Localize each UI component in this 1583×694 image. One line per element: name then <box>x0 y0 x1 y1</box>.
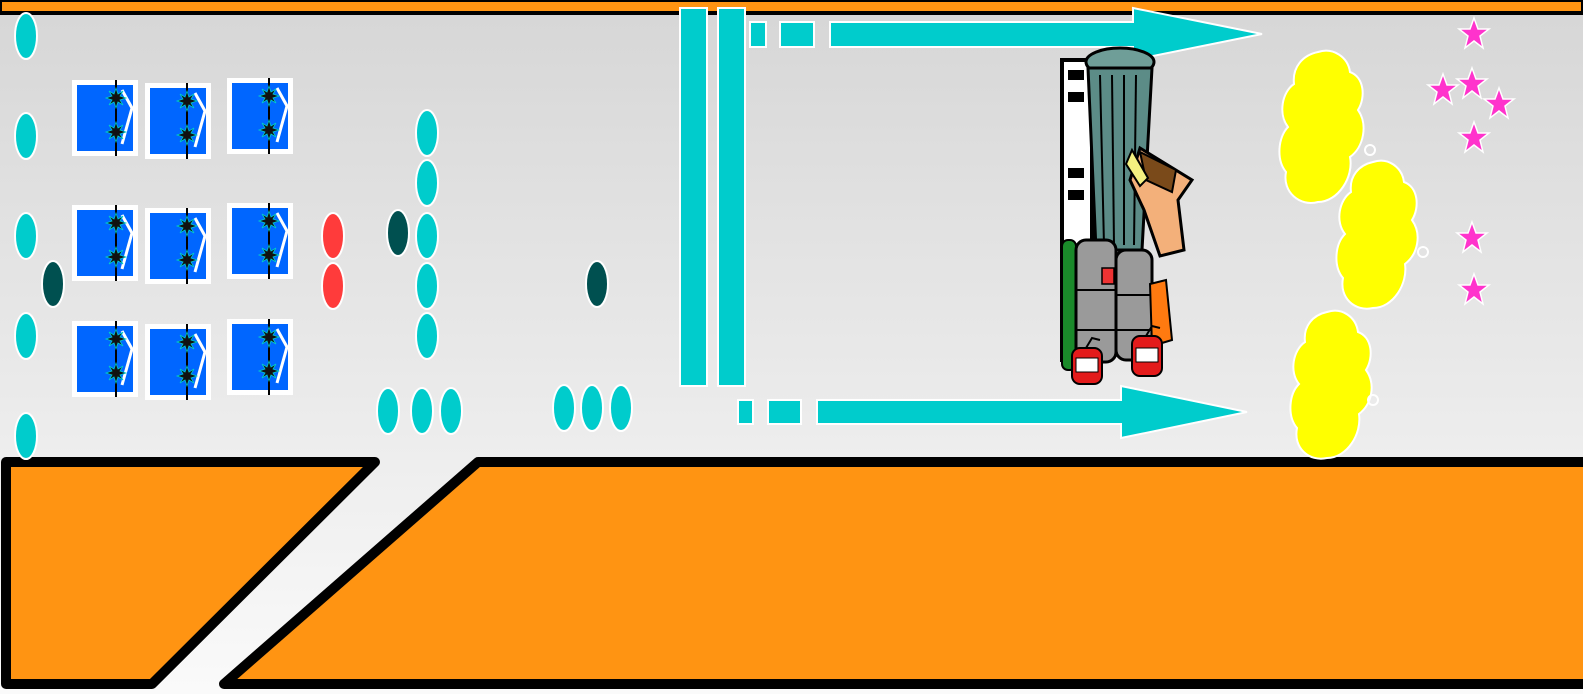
cyan-dot <box>581 385 603 431</box>
vertical-bar <box>680 8 707 386</box>
cyan-dot <box>416 263 438 309</box>
cyan-dot <box>440 388 462 434</box>
top-wall <box>0 0 1583 13</box>
cyan-dot <box>15 113 37 159</box>
computer-monitor-icon <box>227 319 293 395</box>
cyan-dot <box>553 385 575 431</box>
computer-monitor-icon <box>72 205 138 281</box>
dark-dot <box>42 261 64 307</box>
cyan-dot <box>411 388 433 434</box>
computer-monitor-icon <box>72 321 138 397</box>
cyan-dot <box>416 313 438 359</box>
barrel <box>1076 240 1116 362</box>
cyan-dot <box>15 13 37 59</box>
cyan-dot <box>15 213 37 259</box>
cyan-dot <box>15 413 37 459</box>
cyan-dot <box>416 110 438 156</box>
cyan-dot <box>610 385 632 431</box>
computer-monitor-icon <box>145 83 211 159</box>
computer-monitor-icon <box>145 208 211 284</box>
computer-monitor-icon <box>227 78 293 154</box>
monitor-grid <box>72 78 293 400</box>
computer-monitor-icon <box>227 203 293 279</box>
computer-monitor-icon <box>145 324 211 400</box>
dark-dot <box>586 261 608 307</box>
cyan-dot <box>416 160 438 206</box>
cyan-dot <box>377 388 399 434</box>
vertical-bar <box>718 8 745 386</box>
cyan-dot <box>15 313 37 359</box>
dark-dot <box>387 210 409 256</box>
red-dot <box>322 213 344 259</box>
red-dot <box>322 263 344 309</box>
cyan-dot <box>416 213 438 259</box>
computer-monitor-icon <box>72 80 138 156</box>
